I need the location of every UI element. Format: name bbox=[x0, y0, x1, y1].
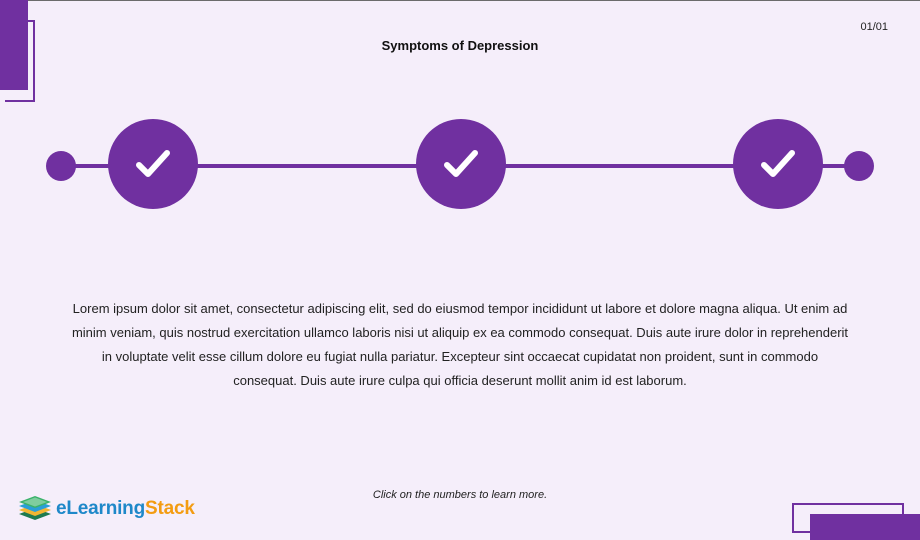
slide-title: Symptoms of Depression bbox=[381, 38, 539, 53]
checkmark-icon bbox=[761, 150, 795, 177]
corner-decoration-fill-bottom bbox=[810, 514, 920, 540]
instruction-hint: Click on the numbers to learn more. bbox=[372, 489, 548, 501]
body-text: Lorem ipsum dolor sit amet, consectetur … bbox=[71, 301, 849, 388]
timeline-step-2-button[interactable] bbox=[416, 119, 506, 209]
timeline-step-3-button[interactable] bbox=[733, 119, 823, 209]
timeline-end-dot bbox=[844, 151, 874, 181]
elearningstack-logo: eLearningStack bbox=[17, 494, 195, 524]
book-stack-icon bbox=[19, 496, 51, 520]
top-border bbox=[0, 0, 920, 1]
checkmark-icon bbox=[444, 150, 478, 177]
corner-decoration-outline bbox=[5, 20, 35, 102]
logo-text-part2: Stack bbox=[145, 498, 195, 519]
page-counter: 01/01 bbox=[860, 21, 888, 33]
checkmark-icon bbox=[136, 150, 170, 177]
logo-wordmark: eLearningStack bbox=[56, 498, 195, 520]
logo-text-part1: eLearning bbox=[56, 498, 145, 519]
timeline-start-dot bbox=[46, 151, 76, 181]
timeline-step-1-button[interactable] bbox=[108, 119, 198, 209]
corner-decoration-fill bbox=[0, 0, 28, 90]
